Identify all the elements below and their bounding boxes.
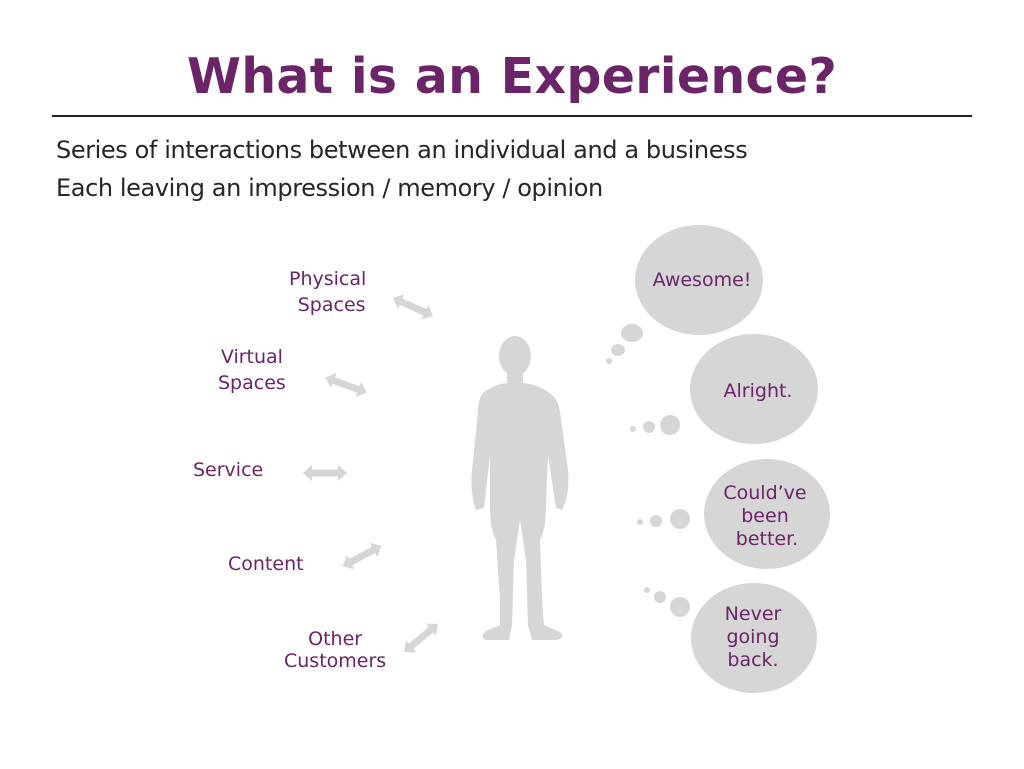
touchpoint-label-line: Other xyxy=(308,628,363,650)
touchpoint-service: Service xyxy=(193,457,263,483)
double-arrow-icon xyxy=(389,290,437,324)
touchpoint-label-line: Virtual xyxy=(220,346,283,368)
thought-bubble-icon xyxy=(691,583,817,693)
thought-label-line: better. xyxy=(735,528,799,550)
slide-title: What is an Experience? xyxy=(186,48,838,105)
thought-never-going-back: Never going back. xyxy=(690,603,816,672)
thought-label-line: been xyxy=(741,505,789,527)
touchpoint-label-line: Spaces xyxy=(218,372,286,394)
thought-label-line: Never xyxy=(724,603,782,625)
double-arrow-icon xyxy=(338,538,386,574)
bullet-line-2: Each leaving an impression / memory / op… xyxy=(56,174,603,202)
thought-bubble-icon xyxy=(635,225,763,335)
thought-awesome: Awesome! xyxy=(635,269,769,292)
thought-label-line: going xyxy=(726,626,780,648)
touchpoint-label-line: Service xyxy=(193,459,264,481)
thought-label-line: back. xyxy=(727,649,779,671)
touchpoint-other-customers: Other Customers xyxy=(284,628,386,672)
double-arrow-icon xyxy=(322,369,370,401)
touchpoint-content: Content xyxy=(228,551,304,577)
touchpoint-label-line: Customers xyxy=(284,650,387,672)
touchpoint-physical-spaces: Physical Spaces xyxy=(289,266,366,318)
thought-alright: Alright. xyxy=(690,380,826,403)
person-silhouette-icon xyxy=(471,336,569,640)
double-arrow-icon xyxy=(303,465,347,481)
touchpoint-label-line: Spaces xyxy=(297,294,366,316)
title-divider xyxy=(52,115,972,117)
thought-label-line: Alright. xyxy=(723,380,793,402)
thought-bubble-icon xyxy=(704,459,830,569)
touchpoint-virtual-spaces: Virtual Spaces xyxy=(218,344,286,396)
touchpoint-label-line: Physical xyxy=(289,268,367,290)
thought-dots xyxy=(606,324,690,617)
thought-couldve-been-better: Could’ve been better. xyxy=(700,482,830,551)
bullet-line-1: Series of interactions between an indivi… xyxy=(56,136,748,164)
thought-label-line: Awesome! xyxy=(652,269,752,291)
touchpoint-label-line: Content xyxy=(228,553,304,575)
thought-label-line: Could’ve xyxy=(723,482,807,504)
double-arrow-icon xyxy=(399,617,443,659)
thought-bubble-icon xyxy=(690,334,818,444)
